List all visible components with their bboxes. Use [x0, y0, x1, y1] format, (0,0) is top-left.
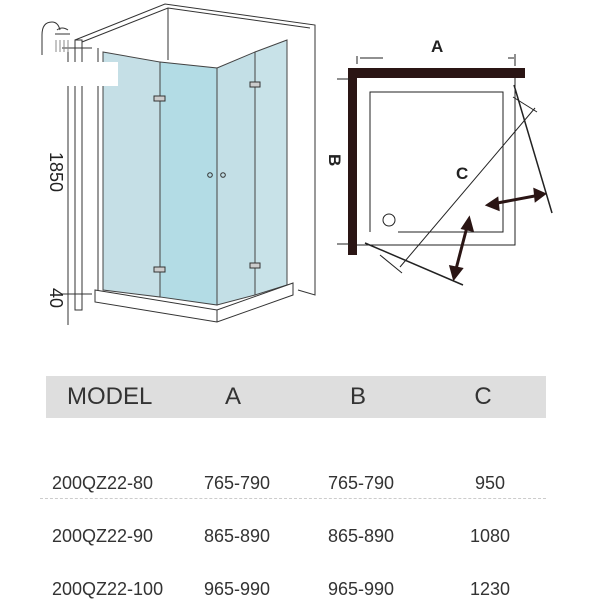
row1-c: 950 — [474, 473, 506, 493]
row1-b: 765-790 — [327, 473, 395, 493]
plan-label-a: A — [431, 37, 443, 56]
row3-model: 200QZ22-100 — [52, 579, 164, 599]
header-c: C — [474, 383, 492, 410]
perspective-view — [41, 3, 316, 325]
glass-panel-right — [216, 51, 256, 306]
hinge — [249, 262, 261, 269]
row3-c: 1230 — [469, 579, 511, 599]
plan-label-b: B — [325, 154, 344, 166]
hinge — [153, 266, 166, 273]
white-patch — [0, 62, 118, 86]
header-b: B — [349, 383, 367, 410]
shower-head-icon — [41, 21, 70, 55]
row-divider — [40, 498, 546, 499]
row2-c: 1080 — [469, 526, 511, 546]
row2-model: 200QZ22-90 — [52, 526, 154, 546]
height-dimension-label: 1850 — [46, 152, 66, 192]
plan-label-c: C — [456, 164, 468, 183]
door-knob — [220, 172, 226, 178]
glass-panel-far-right — [254, 39, 288, 296]
row3-a: 965-990 — [203, 579, 271, 599]
door-knob — [207, 172, 213, 178]
wall-left — [348, 68, 357, 255]
header-a: A — [224, 383, 242, 410]
glass-panel-middle — [159, 61, 218, 306]
row2-a: 865-890 — [203, 526, 271, 546]
hinge — [249, 81, 261, 88]
hinge — [153, 95, 166, 102]
glass-panel-left — [102, 51, 161, 298]
base-dimension-label: 40 — [46, 288, 66, 308]
row1-model: 200QZ22-80 — [52, 473, 154, 493]
swing-arrow-icon — [448, 187, 547, 282]
header-model: MODEL — [67, 383, 153, 410]
table-header — [46, 376, 546, 418]
wall-top — [348, 68, 525, 78]
row2-b: 865-890 — [327, 526, 395, 546]
row1-a: 765-790 — [203, 473, 271, 493]
row3-b: 965-990 — [327, 579, 395, 599]
drain-icon — [382, 213, 396, 227]
plan-view — [337, 54, 553, 286]
